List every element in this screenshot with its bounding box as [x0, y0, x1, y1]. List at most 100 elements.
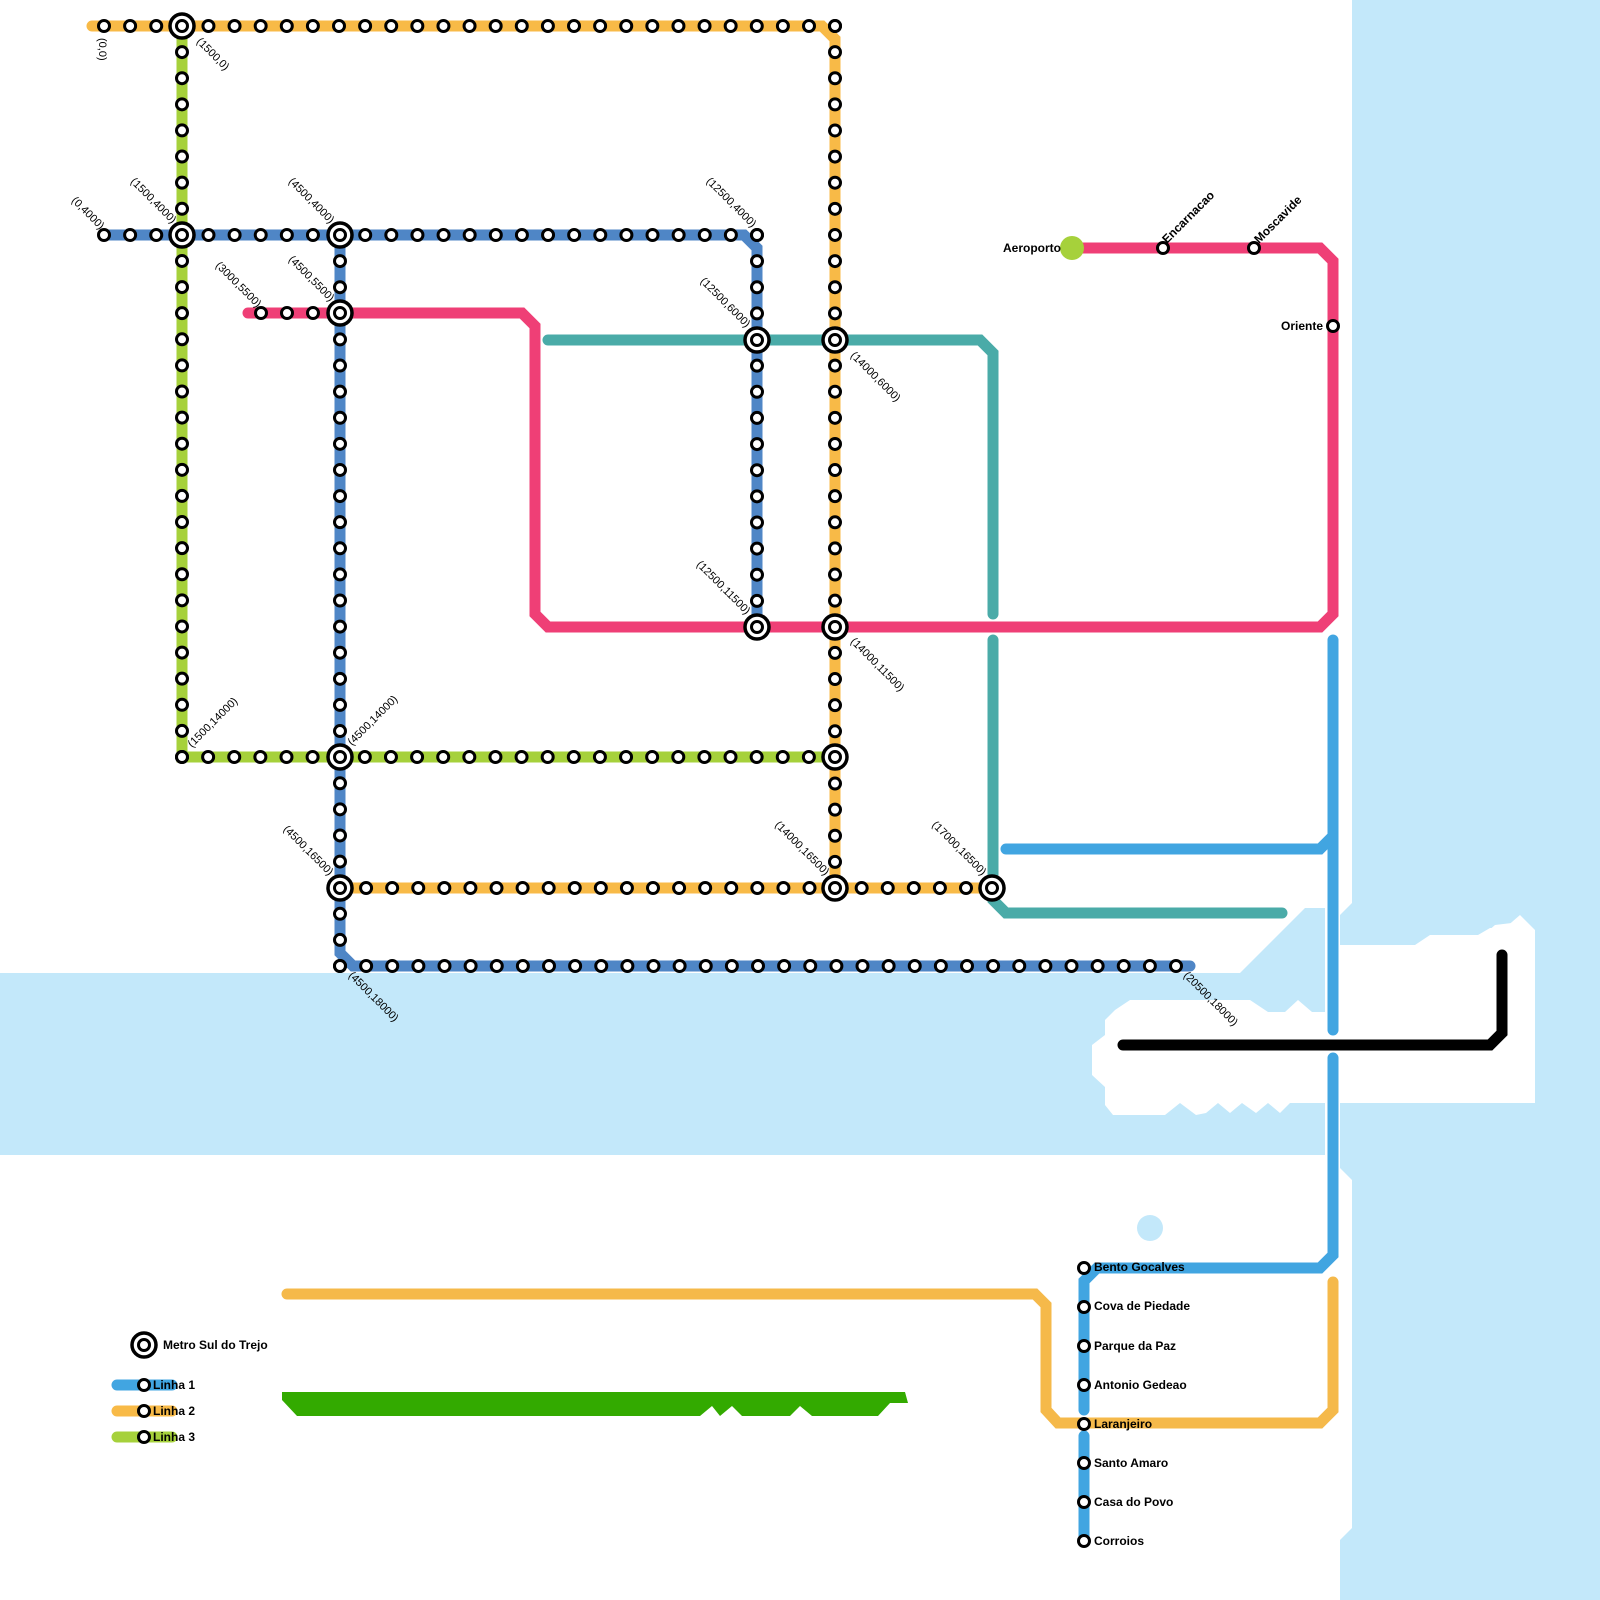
station[interactable]	[697, 750, 712, 764]
station[interactable]	[436, 19, 451, 33]
station[interactable]	[828, 463, 842, 478]
station[interactable]	[175, 123, 189, 138]
station[interactable]	[333, 854, 347, 869]
station[interactable]	[750, 463, 764, 478]
station[interactable]	[175, 306, 189, 321]
station[interactable]	[358, 19, 373, 33]
interchange-station[interactable]	[326, 299, 354, 327]
station[interactable]	[385, 881, 400, 895]
station[interactable]	[986, 959, 1001, 973]
station[interactable]	[593, 228, 608, 242]
station[interactable]	[410, 19, 425, 33]
station[interactable]	[750, 541, 764, 556]
station[interactable]	[828, 384, 842, 399]
station[interactable]	[462, 750, 477, 764]
station[interactable]	[201, 19, 216, 33]
station[interactable]	[333, 541, 347, 556]
station[interactable]	[1090, 959, 1105, 973]
station[interactable]	[333, 802, 347, 817]
station[interactable]	[1077, 1339, 1091, 1353]
station[interactable]	[855, 959, 870, 973]
station[interactable]	[672, 959, 687, 973]
station[interactable]	[802, 19, 816, 33]
station[interactable]	[514, 750, 529, 764]
station[interactable]	[333, 776, 347, 791]
station[interactable]	[97, 228, 111, 242]
station[interactable]	[932, 881, 947, 895]
station[interactable]	[697, 228, 712, 242]
station[interactable]	[1077, 1456, 1091, 1470]
station[interactable]	[933, 959, 948, 973]
station[interactable]	[750, 358, 764, 373]
station[interactable]	[149, 228, 164, 242]
station[interactable]	[775, 750, 790, 764]
station[interactable]	[749, 19, 764, 33]
station[interactable]	[828, 854, 842, 869]
station[interactable]	[333, 436, 347, 451]
station[interactable]	[776, 881, 791, 895]
station[interactable]	[333, 828, 347, 843]
station[interactable]	[333, 410, 347, 425]
station[interactable]	[828, 567, 842, 582]
station[interactable]	[175, 697, 189, 712]
station[interactable]	[175, 280, 189, 295]
station[interactable]	[960, 959, 974, 973]
station[interactable]	[750, 437, 764, 452]
station[interactable]	[1064, 959, 1079, 973]
station[interactable]	[672, 881, 687, 895]
station[interactable]	[567, 19, 581, 33]
station[interactable]	[1077, 1495, 1091, 1509]
station[interactable]	[279, 19, 294, 33]
station[interactable]	[828, 593, 842, 608]
station[interactable]	[333, 358, 347, 373]
station[interactable]	[568, 959, 583, 973]
station[interactable]	[828, 410, 842, 425]
station[interactable]	[698, 959, 713, 973]
station[interactable]	[384, 228, 399, 242]
station[interactable]	[854, 881, 869, 895]
station[interactable]	[751, 959, 765, 973]
station[interactable]	[645, 228, 660, 242]
station[interactable]	[750, 228, 764, 242]
station[interactable]	[1012, 959, 1027, 973]
station[interactable]	[592, 750, 607, 764]
station[interactable]	[749, 750, 764, 764]
station[interactable]	[333, 462, 347, 477]
station[interactable]	[175, 71, 189, 86]
interchange-station[interactable]	[978, 874, 1006, 902]
interchange-station[interactable]	[821, 874, 849, 902]
station[interactable]	[723, 750, 738, 764]
station[interactable]	[515, 881, 530, 895]
station[interactable]	[175, 358, 189, 373]
station[interactable]	[385, 959, 400, 973]
station[interactable]	[333, 645, 347, 660]
station-label-moscavide[interactable]: Moscavide	[1251, 193, 1305, 247]
station[interactable]	[828, 201, 842, 216]
station[interactable]	[1077, 1300, 1091, 1314]
station[interactable]	[462, 19, 477, 33]
station-label-cova-de-piedade[interactable]: Cova de Piedade	[1094, 1299, 1190, 1313]
station[interactable]	[645, 750, 660, 764]
station[interactable]	[750, 489, 764, 504]
station-label-aeroporto[interactable]: Aeroporto	[1003, 241, 1061, 255]
station[interactable]	[803, 959, 818, 973]
station[interactable]	[828, 698, 842, 713]
station[interactable]	[175, 97, 189, 112]
station[interactable]	[828, 672, 842, 687]
station[interactable]	[828, 19, 842, 33]
station[interactable]	[333, 489, 347, 504]
station[interactable]	[906, 881, 921, 895]
station[interactable]	[488, 19, 503, 33]
station-label-bento-gocalves[interactable]: Bento Gocalves	[1094, 1260, 1185, 1274]
station[interactable]	[828, 802, 842, 817]
station[interactable]	[514, 19, 529, 33]
station[interactable]	[488, 750, 503, 764]
station[interactable]	[175, 253, 189, 268]
station[interactable]	[175, 593, 189, 608]
station[interactable]	[357, 750, 372, 764]
station[interactable]	[333, 254, 347, 269]
station[interactable]	[333, 332, 347, 347]
station[interactable]	[253, 228, 268, 242]
station[interactable]	[175, 332, 189, 347]
station[interactable]	[828, 280, 842, 295]
